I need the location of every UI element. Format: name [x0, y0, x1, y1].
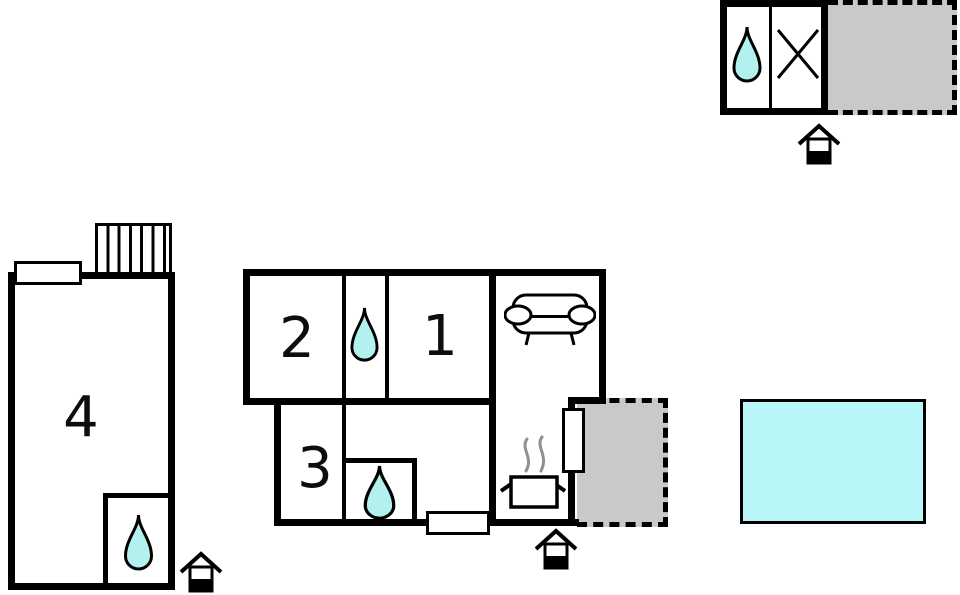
wall-segment: [489, 276, 496, 522]
room-label-2: 2: [279, 306, 315, 371]
wall-segment: [344, 458, 417, 463]
stairs-icon: [95, 223, 172, 275]
entrance-icon: [534, 528, 578, 570]
window: [14, 261, 82, 285]
wall-segment: [568, 397, 606, 404]
x-mark-icon: [776, 29, 820, 79]
entrance-icon: [179, 551, 223, 593]
pool: [740, 399, 926, 524]
entrance-icon: [797, 123, 841, 165]
wall-segment: [385, 276, 389, 402]
wall-segment: [769, 7, 772, 108]
stove-pot-icon: [499, 435, 567, 509]
annex-terrace: [828, 0, 957, 115]
water-drop-icon: [350, 307, 379, 362]
water-drop-icon: [123, 514, 154, 571]
wall-segment: [599, 269, 606, 404]
wall-segment: [243, 269, 606, 276]
wall-segment: [412, 458, 417, 522]
room-label-4: 4: [63, 385, 99, 450]
water-drop-icon: [732, 26, 762, 83]
wall-segment: [274, 398, 281, 526]
wall-segment: [243, 269, 250, 405]
room-label-3: 3: [297, 436, 333, 501]
window: [426, 511, 490, 535]
sofa-icon: [504, 293, 596, 346]
wall-segment: [342, 276, 346, 402]
room-label-1: 1: [422, 304, 458, 369]
door: [562, 408, 585, 473]
wall-segment: [243, 398, 496, 405]
main-terrace: [577, 398, 668, 527]
water-drop-icon: [363, 465, 396, 520]
